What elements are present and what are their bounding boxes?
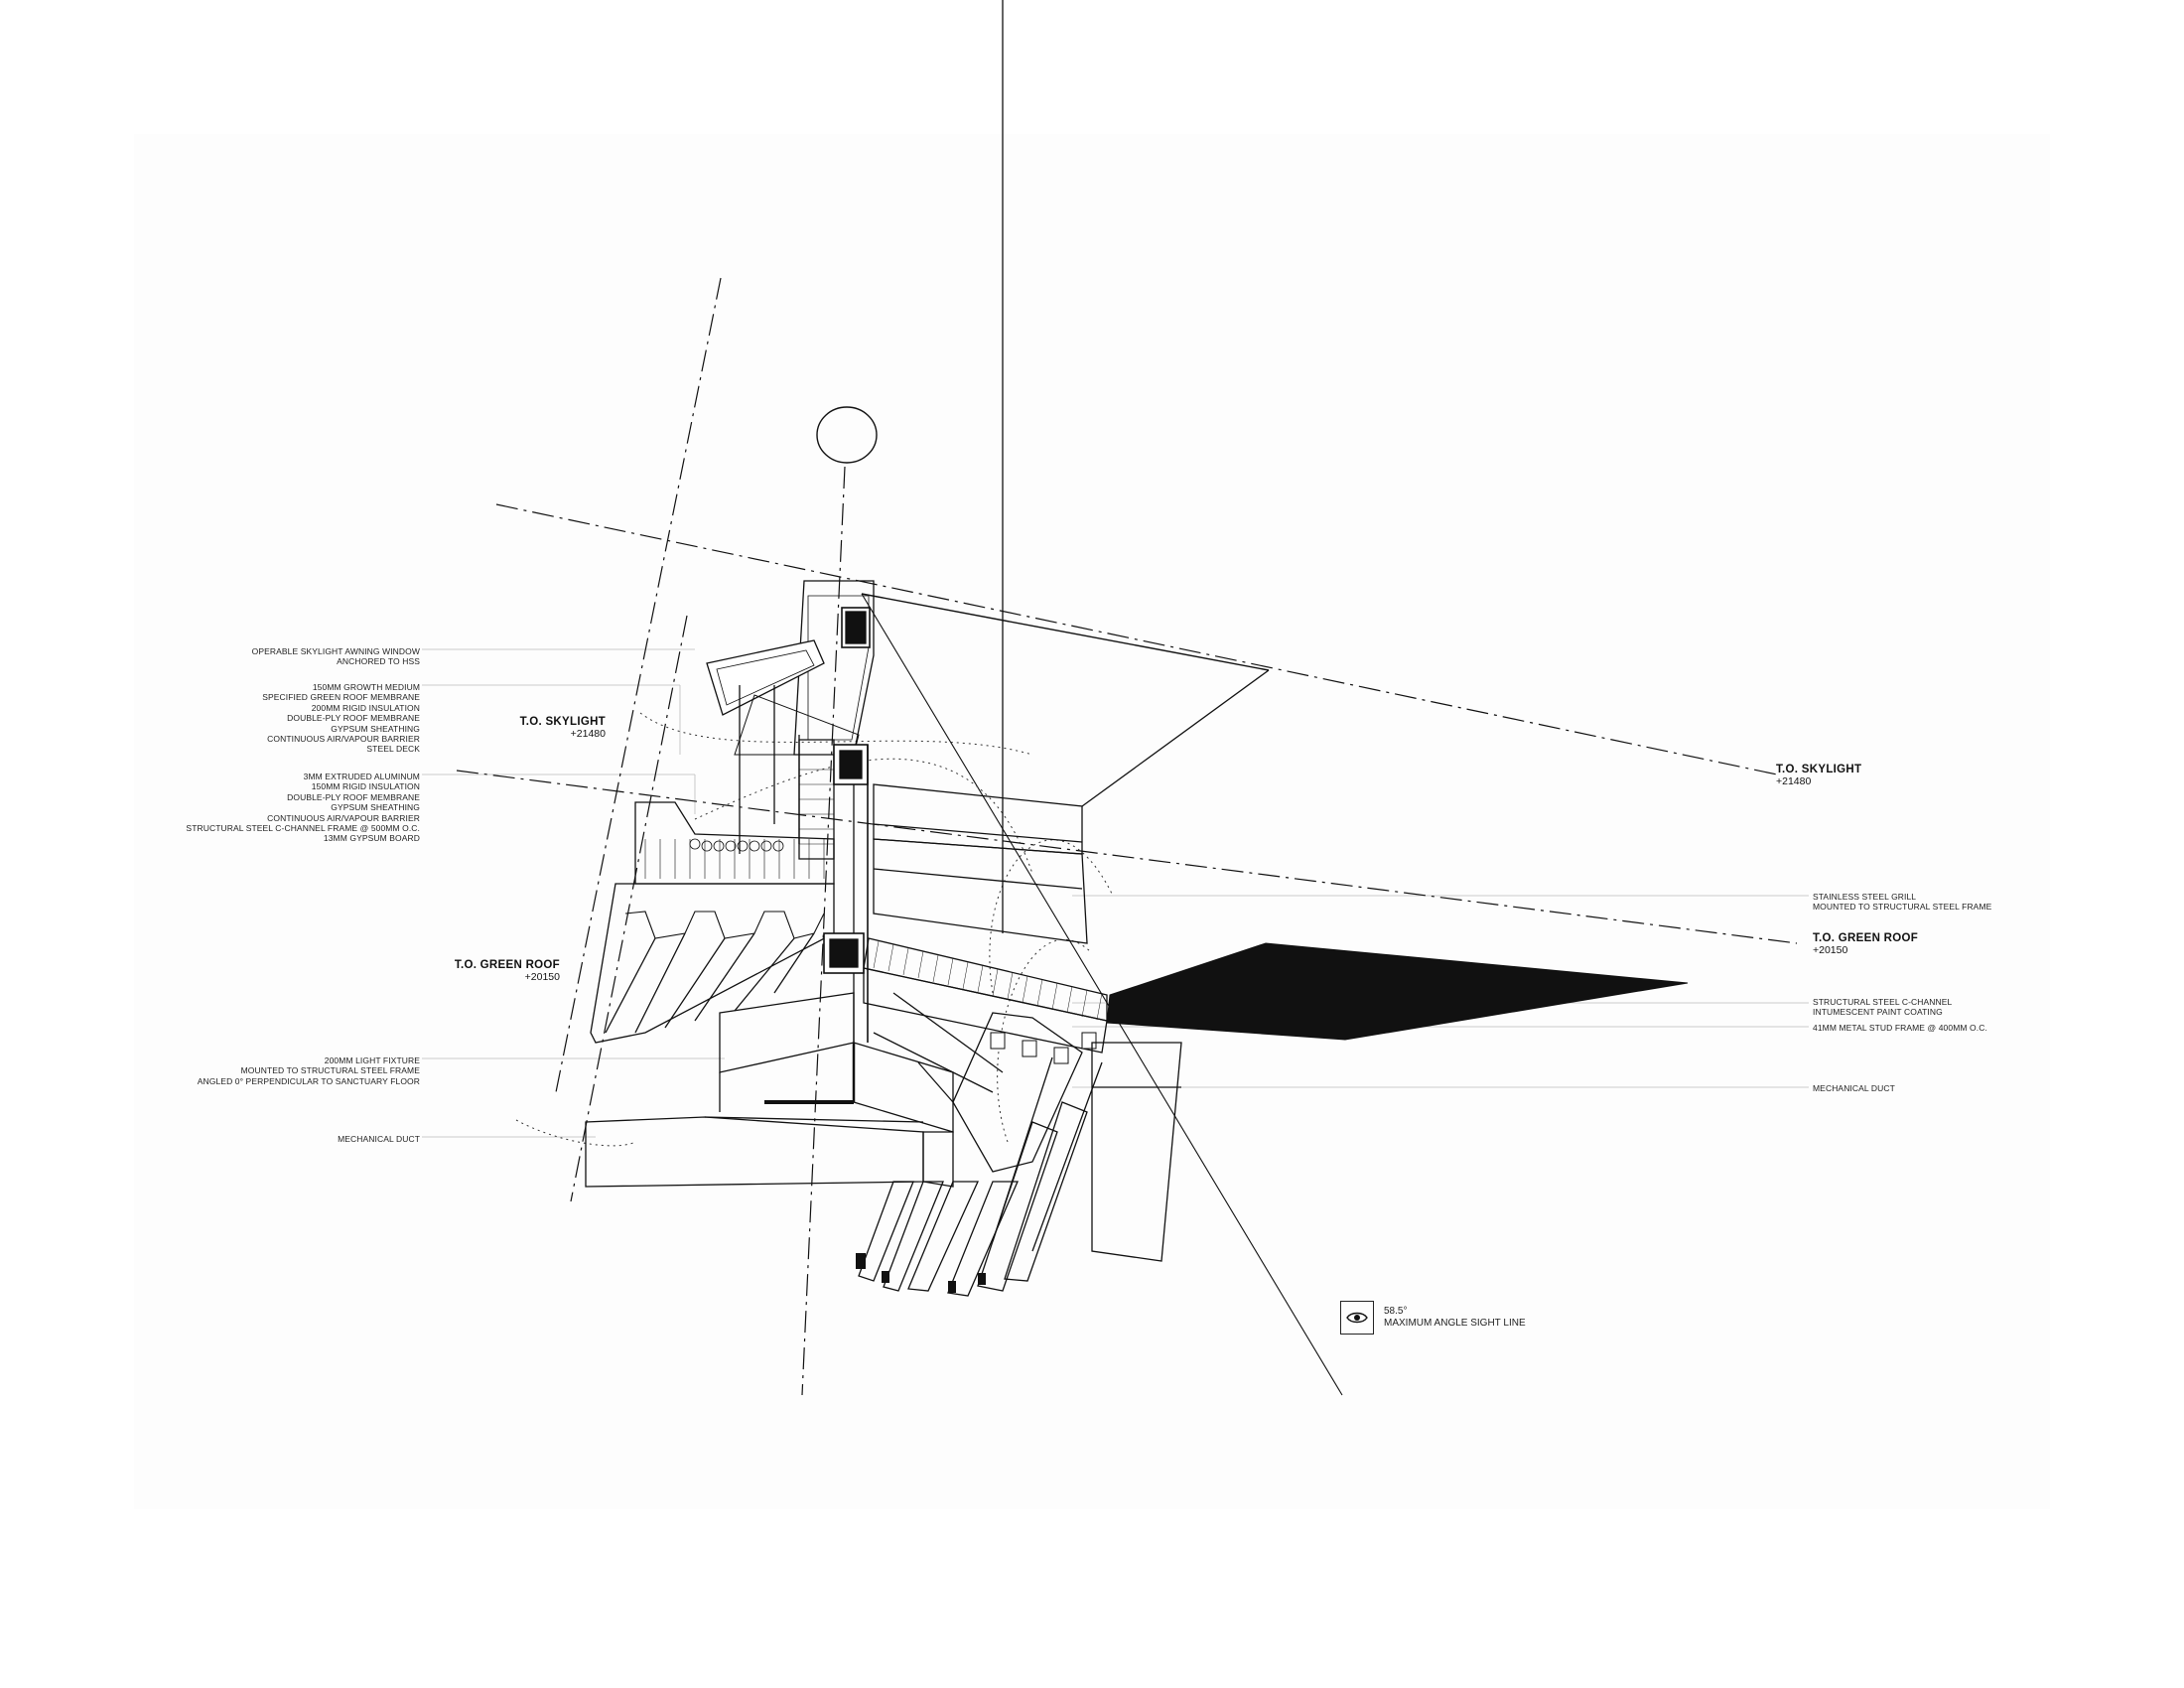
sight-line-text: 58.5° MAXIMUM ANGLE SIGHT LINE xyxy=(1384,1306,1526,1330)
eye-icon-box xyxy=(1340,1301,1374,1335)
roof-assembly xyxy=(585,0,1270,1297)
note-metal-stud-frame: 41mm METAL STUD FRAME @ 400mm O.C. xyxy=(1813,1023,1987,1033)
level-green-roof-left: T.O. GREEN ROOF +20150 xyxy=(454,959,560,983)
datum-lines xyxy=(456,277,1798,1396)
note-stainless-grill: STAINLESS STEEL GRILL MOUNTED TO STRUCTU… xyxy=(1813,892,1992,913)
sight-label: MAXIMUM ANGLE SIGHT LINE xyxy=(1384,1318,1526,1329)
sight-plane-shadow xyxy=(1106,942,1689,1041)
viewer-ellipse xyxy=(816,406,878,464)
note-aluminum-assembly: 3mm EXTRUDED ALUMINUM 150mm RIGID INSULA… xyxy=(186,772,420,844)
eye-icon xyxy=(1346,1312,1368,1324)
sight-line xyxy=(861,593,1343,1396)
note-mechanical-duct-right: MECHANICAL DUCT xyxy=(1813,1083,1895,1093)
level-green-roof-right: T.O. GREEN ROOF +20150 xyxy=(1813,932,1919,956)
level-skylight-right: T.O. SKYLIGHT +21480 xyxy=(1776,764,1862,787)
note-steel-c-channel: STRUCTURAL STEEL C-CHANNEL INTUMESCENT P… xyxy=(1813,997,1953,1018)
note-green-roof-assembly: 150mm GROWTH MEDIUM SPECIFIED GREEN ROOF… xyxy=(262,682,420,755)
note-mechanical-duct-left: MECHANICAL DUCT xyxy=(338,1134,420,1144)
note-skylight-window: OPERABLE SKYLIGHT AWNING WINDOW ANCHORED… xyxy=(251,646,420,667)
sight-angle: 58.5° xyxy=(1384,1306,1408,1317)
sight-line-legend: 58.5° MAXIMUM ANGLE SIGHT LINE xyxy=(1340,1301,1526,1335)
note-light-fixture: 200mm LIGHT FIXTURE MOUNTED TO STRUCTURA… xyxy=(197,1055,420,1086)
level-skylight-left: T.O. SKYLIGHT +21480 xyxy=(519,716,606,740)
